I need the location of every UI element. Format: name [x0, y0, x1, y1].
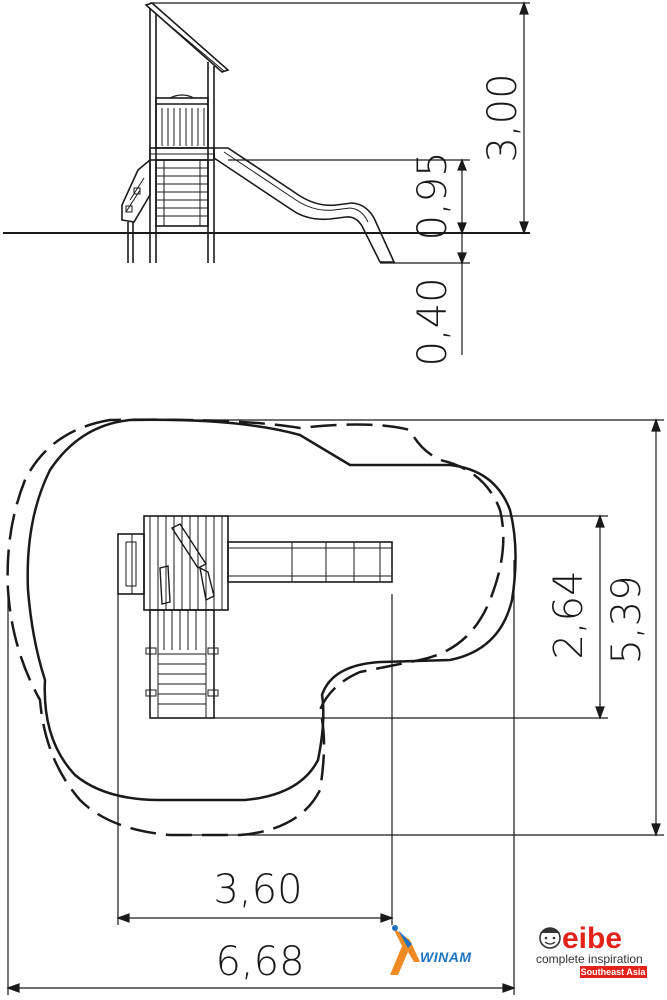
safety-area-dashed — [6, 418, 505, 837]
safety-area-solid — [26, 418, 517, 802]
winam-wordmark: WINAM — [420, 949, 472, 965]
dim-total-height: 3,00 — [480, 73, 526, 162]
eibe-region-badge — [580, 966, 647, 978]
eibe-child-face-icon — [539, 927, 561, 949]
eibe-wordmark: eibe — [562, 922, 622, 955]
tower-deck-plan — [143, 515, 229, 611]
roof — [144, 2, 230, 73]
lower-panel — [155, 159, 209, 227]
dim-equipment-depth: 2,64 — [546, 570, 592, 659]
elevation-view — [3, 2, 530, 263]
climbing-wall — [121, 158, 151, 223]
stairs-plan — [149, 609, 215, 719]
dim-platform-height: 0,95 — [410, 151, 456, 240]
dim-area-depth: 5,39 — [604, 575, 650, 664]
plan-view — [6, 418, 517, 837]
upper-panel — [155, 97, 209, 149]
dim-foundation-depth: 0,40 — [410, 277, 456, 366]
eibe-tagline: complete inspiration — [536, 952, 643, 966]
climbing-wall-plan — [117, 533, 145, 595]
plan-dimensions — [6, 418, 664, 995]
winam-logo: WINAM — [390, 925, 472, 975]
slide — [213, 147, 396, 263]
dim-area-width: 6,68 — [215, 939, 304, 985]
dim-equipment-width: 3,60 — [213, 867, 302, 913]
elevation-dimensions — [150, 1, 530, 355]
eibe-logo: eibe complete inspiration Southeast Asia — [536, 922, 647, 978]
eibe-region-text: Southeast Asia — [581, 967, 647, 977]
slide-plan — [227, 541, 393, 583]
winam-figure-icon — [390, 925, 420, 975]
